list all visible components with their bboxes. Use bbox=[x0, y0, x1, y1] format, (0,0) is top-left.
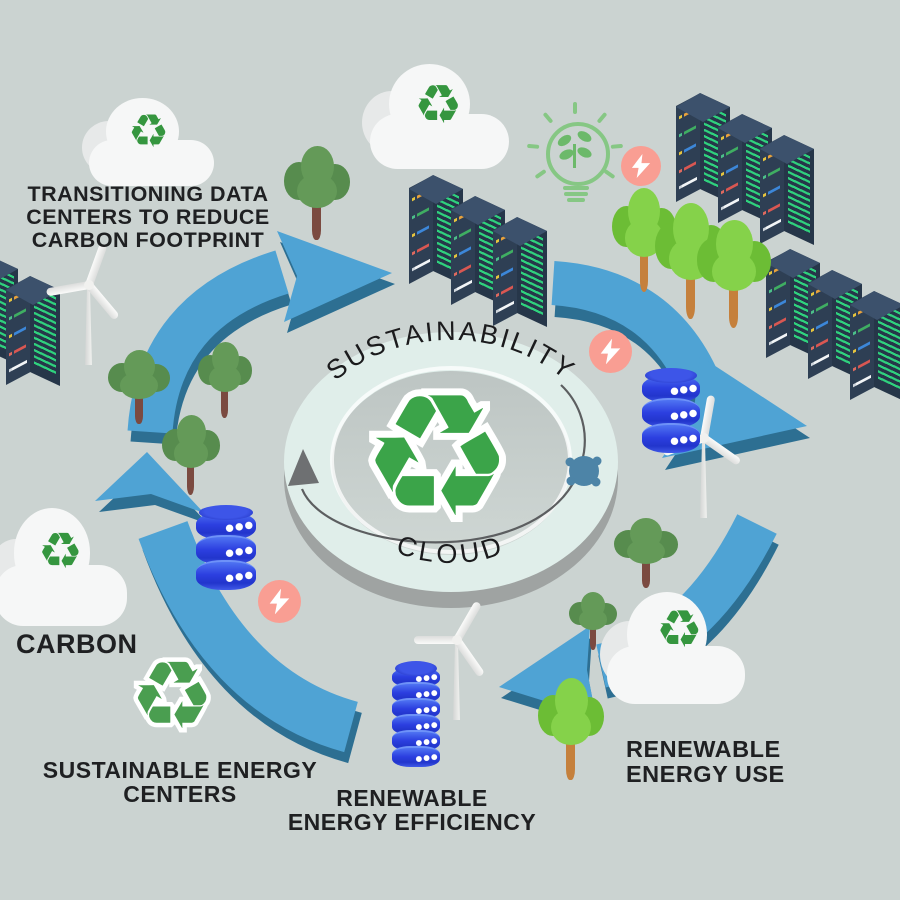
tree-icon bbox=[697, 220, 771, 328]
server-rack-group bbox=[676, 92, 826, 262]
recycle-icon: ♻ ♻ bbox=[125, 642, 218, 751]
tree-icon bbox=[614, 518, 678, 588]
database-icon bbox=[392, 661, 440, 767]
cloud-icon: ♻ bbox=[0, 508, 130, 626]
inner-arc-arrowhead bbox=[288, 449, 319, 486]
server-rack-group bbox=[409, 174, 559, 344]
server-rack bbox=[850, 290, 900, 420]
tree-icon bbox=[108, 350, 170, 424]
label-renewable-energy-efficiency: RENEWABLE ENERGY EFFICIENCY bbox=[287, 785, 537, 836]
server-rack bbox=[718, 113, 774, 243]
wind-turbine-icon bbox=[408, 600, 504, 720]
eco-lightbulb-icon bbox=[520, 98, 630, 220]
tree-icon bbox=[569, 592, 617, 650]
cloud-recycle-icon: ♻ bbox=[128, 104, 170, 158]
server-rack bbox=[676, 92, 732, 222]
label-renewable-energy-use: RENEWABLE ENERGY USE bbox=[626, 736, 785, 787]
cloud-recycle-icon: ♻ bbox=[38, 522, 83, 580]
cloud-recycle-icon: ♻ bbox=[414, 73, 463, 136]
database-icon bbox=[642, 368, 700, 453]
cloud-recycle-icon: ♻ bbox=[656, 600, 703, 660]
server-rack-group bbox=[0, 254, 84, 414]
lightning-badge-icon bbox=[258, 580, 301, 623]
tree-icon bbox=[538, 678, 604, 780]
cloud-icon: ♻ bbox=[362, 64, 512, 169]
tree-icon bbox=[198, 342, 252, 418]
server-rack bbox=[766, 248, 822, 378]
tree-icon bbox=[162, 415, 220, 495]
cloud-icon: ♻ bbox=[600, 592, 748, 704]
inner-cycle-arc bbox=[300, 384, 586, 544]
server-rack bbox=[451, 195, 507, 325]
wind-turbine-icon bbox=[655, 394, 751, 518]
server-rack bbox=[760, 134, 816, 264]
blue-blob-icon bbox=[565, 456, 602, 487]
server-rack-group bbox=[766, 248, 900, 418]
tree-icon bbox=[284, 146, 350, 240]
cycle-arrow-bottom-left bbox=[95, 452, 363, 764]
server-rack bbox=[493, 216, 549, 346]
cycle-ring: SUSTAINABILITY CLOUD bbox=[284, 316, 618, 608]
lightning-badge-icon bbox=[621, 146, 661, 186]
lightning-badge-icon bbox=[589, 330, 632, 373]
server-rack bbox=[0, 254, 20, 384]
label-carbon: CARBON bbox=[16, 629, 138, 659]
wind-turbine-icon bbox=[40, 243, 136, 365]
cycle-arrow-top-left bbox=[127, 231, 395, 445]
database-icon bbox=[196, 505, 256, 590]
label-sustainable-energy-centers: SUSTAINABLE ENERGY CENTERS bbox=[42, 757, 318, 808]
server-rack bbox=[808, 269, 864, 399]
server-rack bbox=[409, 174, 465, 304]
label-transitioning-data-centers: TRANSITIONING DATA CENTERS TO REDUCE CAR… bbox=[26, 182, 270, 252]
recycle-icon: ♻ ♻ bbox=[354, 358, 520, 556]
cloud-icon: ♻ bbox=[82, 98, 217, 186]
